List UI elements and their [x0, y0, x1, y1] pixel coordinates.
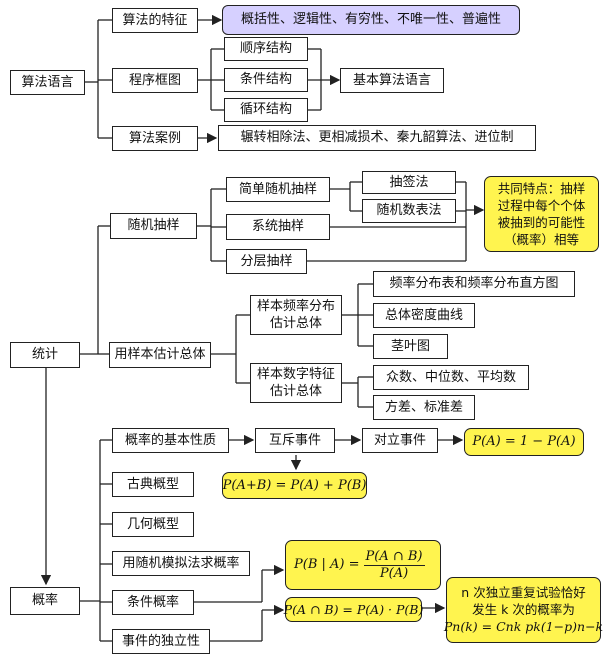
node-algorithm-cases: 算法案例: [112, 126, 198, 151]
formula-independence: P(A ∩ B) = P(A) · P(B): [284, 597, 423, 622]
node-mode-median-mean: 众数、中位数、平均数: [373, 365, 529, 390]
cond-fraction: P(A ∩ B) P(A): [363, 548, 425, 582]
node-loop-structure: 循环结构: [224, 98, 308, 122]
node-random-simulation: 用随机模拟法求概率: [112, 551, 250, 576]
node-mutually-exclusive-events: 互斥事件: [255, 428, 335, 453]
node-frequency-table-histogram: 频率分布表和频率分布直方图: [373, 271, 575, 297]
cond-denominator: P(A): [379, 565, 409, 581]
node-simple-random-sampling: 简单随机抽样: [226, 177, 330, 202]
cond-numerator: P(A ∩ B): [363, 548, 425, 566]
node-cases-detail: 辗转相除法、更相减损术、秦九韶算法、进位制: [218, 125, 536, 151]
formula-addition: P(A+B) = P(A) + P(B): [222, 472, 367, 499]
binomial-formula: Pn(k) = Cnk pk(1−p)n−k: [443, 619, 604, 634]
node-complementary-events: 对立事件: [362, 428, 438, 453]
node-algorithm-language: 算法语言: [10, 70, 85, 95]
node-systematic-sampling: 系统抽样: [226, 214, 330, 240]
node-density-curve: 总体密度曲线: [373, 303, 475, 328]
node-common-feature-note: 共同特点：抽样 过程中每个个体 被抽到的可能性 （概率）相等: [484, 176, 599, 252]
node-lottery-method: 抽签法: [362, 171, 456, 194]
node-basic-properties: 概率的基本性质: [112, 428, 229, 453]
node-algorithm-features: 算法的特征: [112, 8, 198, 33]
node-conditional-structure: 条件结构: [224, 68, 308, 92]
node-probability: 概率: [10, 587, 80, 615]
node-conditional-probability: 条件概率: [112, 590, 194, 615]
formula-complement: P(A) = 1 − P(A): [464, 428, 584, 456]
node-sample-estimate-population: 用样本估计总体: [109, 342, 211, 368]
node-variance-std: 方差、标准差: [373, 395, 475, 420]
node-binomial-note: n 次独立重复试验恰好 发生 k 次的概率为 Pn(k) = Cnk pk(1−…: [443, 577, 604, 643]
node-event-independence: 事件的独立性: [112, 629, 210, 654]
node-features-detail: 概括性、逻辑性、有穷性、不唯一性、普遍性: [222, 5, 520, 35]
node-basic-algorithm-language: 基本算法语言: [340, 68, 444, 93]
node-geometric-model: 几何概型: [112, 512, 194, 537]
node-sample-frequency-distribution: 样本频率分布 估计总体: [250, 295, 342, 335]
node-stratified-sampling: 分层抽样: [226, 249, 307, 274]
formula-conditional: P(B | A) = P(A ∩ B) P(A): [285, 540, 441, 590]
node-stem-leaf-plot: 茎叶图: [373, 334, 448, 359]
node-classical-model: 古典概型: [112, 472, 194, 497]
node-sample-numeric-features: 样本数字特征 估计总体: [250, 363, 342, 403]
node-random-sampling: 随机抽样: [110, 213, 197, 239]
cond-lhs: P(B | A) =: [294, 557, 360, 572]
node-random-number-table: 随机数表法: [362, 199, 456, 223]
node-statistics: 统计: [10, 342, 80, 368]
node-program-flowchart: 程序框图: [112, 68, 198, 93]
node-sequential-structure: 顺序结构: [224, 37, 308, 61]
binomial-text: n 次独立重复试验恰好 发生 k 次的概率为: [461, 585, 586, 617]
